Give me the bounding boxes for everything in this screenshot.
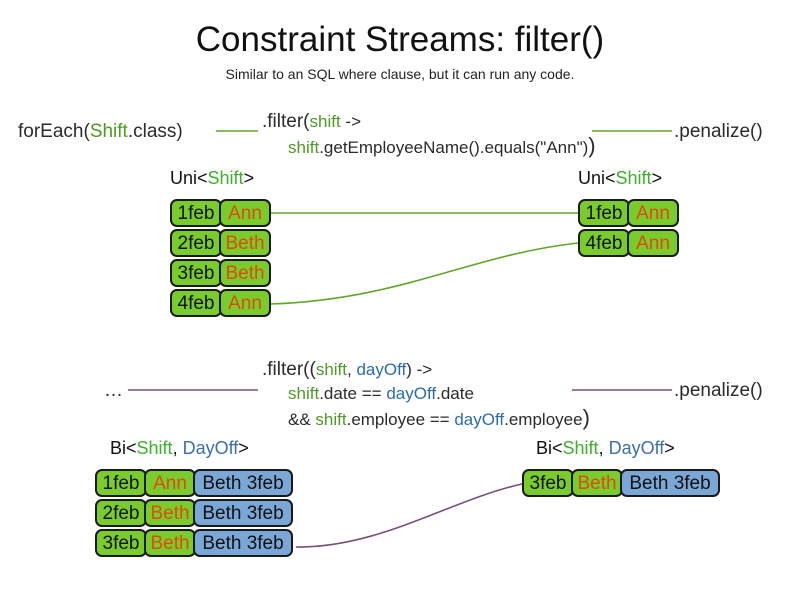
tuple-name-cell: Ann bbox=[627, 229, 679, 257]
tuple-date-cell: 1feb bbox=[95, 469, 147, 497]
bi-output-type-token-a: Shift bbox=[562, 438, 599, 458]
bi-input-type-token-a: Shift bbox=[136, 438, 173, 458]
bi-output-type-suffix: > bbox=[664, 438, 675, 458]
bi-output-type-label: Bi<Shift, DayOff> bbox=[536, 438, 675, 459]
uni-output-type-prefix: Uni< bbox=[578, 168, 616, 188]
uni-penalize-label: .penalize() bbox=[674, 121, 763, 142]
table-row[interactable]: 3feb Beth bbox=[170, 259, 271, 287]
tuple-date-cell: 3feb bbox=[170, 259, 222, 287]
uni-filter-close-paren: ) bbox=[588, 133, 596, 158]
tuple-date-cell: 3feb bbox=[95, 529, 147, 557]
bi-filter-l3-op: .employee == bbox=[346, 410, 455, 429]
tuple-date-cell: 1feb bbox=[170, 199, 222, 227]
bi-filter-code: .filter((shift, dayOff) -> shift.date ==… bbox=[262, 358, 590, 432]
bi-filter-line-1: .filter((shift, dayOff) -> bbox=[262, 358, 590, 382]
page-subtitle: Similar to an SQL where clause, but it c… bbox=[225, 66, 575, 82]
bi-filter-l3-dayoff: dayOff bbox=[454, 410, 505, 429]
tuple-date-cell: 4feb bbox=[578, 229, 630, 257]
table-row[interactable]: 1feb Ann bbox=[578, 199, 679, 227]
uni-filter-call: .filter( bbox=[262, 111, 310, 132]
bi-filter-line-3: && shift.employee == dayOff.employee) bbox=[262, 406, 590, 432]
bi-filter-param-sep: , bbox=[347, 360, 357, 379]
uni-input-type-label: Uni<Shift> bbox=[170, 168, 254, 189]
uni-filter-line-2: shift.getEmployeeName().equals("Ann")) bbox=[262, 134, 596, 160]
bi-filter-l2-shift: shift bbox=[288, 384, 320, 403]
bi-filter-call: .filter(( bbox=[262, 359, 316, 380]
uni-filter-code: .filter(shift -> shift.getEmployeeName()… bbox=[262, 110, 596, 160]
bi-filter-l2-field: .date bbox=[436, 384, 474, 403]
uni-output-type-token: Shift bbox=[615, 168, 652, 188]
bi-filter-param-shift: shift bbox=[315, 360, 348, 379]
table-row[interactable]: 3feb Beth Beth 3feb bbox=[522, 469, 720, 497]
tuple-date-cell: 3feb bbox=[522, 469, 574, 497]
tuple-date-cell: 4feb bbox=[170, 289, 222, 317]
uni-filter-body-param: shift bbox=[288, 138, 320, 157]
table-row[interactable]: 3feb Beth Beth 3feb bbox=[95, 529, 293, 557]
bi-input-type-prefix: Bi< bbox=[110, 438, 137, 458]
table-row[interactable]: 2feb Beth Beth 3feb bbox=[95, 499, 293, 527]
bi-filter-line-2: shift.date == dayOff.date bbox=[262, 382, 590, 406]
tuple-name-cell: Ann bbox=[219, 199, 271, 227]
uni-filter-body-expr: .getEmployeeName().equals("Ann") bbox=[319, 138, 589, 157]
link-uni-tuple-4 bbox=[269, 242, 579, 305]
foreach-type-token: Shift bbox=[89, 121, 128, 142]
bi-output-type-sep: , bbox=[598, 438, 609, 458]
foreach-suffix: .class) bbox=[127, 121, 183, 142]
bi-output-type-token-b: DayOff bbox=[608, 438, 665, 458]
bi-input-type-label: Bi<Shift, DayOff> bbox=[110, 438, 249, 459]
uni-output-type-suffix: > bbox=[651, 168, 663, 188]
bi-input-type-sep: , bbox=[172, 438, 183, 458]
uni-filter-line-1: .filter(shift -> bbox=[262, 110, 596, 134]
bi-filter-l3-shift: shift bbox=[315, 410, 347, 429]
bi-source-ellipsis: … bbox=[104, 380, 123, 401]
uni-input-type-suffix: > bbox=[243, 168, 255, 188]
tuple-date-cell: 2feb bbox=[95, 499, 147, 527]
bi-filter-l2-op: .date == bbox=[319, 384, 387, 403]
uni-filter-arrow: -> bbox=[340, 112, 361, 131]
tuple-name-cell: Beth bbox=[571, 469, 623, 497]
tuple-name-cell: Beth bbox=[219, 229, 271, 257]
tuple-name-cell: Ann bbox=[627, 199, 679, 227]
table-row[interactable]: 1feb Ann Beth 3feb bbox=[95, 469, 293, 497]
table-row[interactable]: 4feb Ann bbox=[578, 229, 679, 257]
tuple-date-cell: 1feb bbox=[578, 199, 630, 227]
foreach-prefix: forEach( bbox=[18, 121, 90, 142]
table-row[interactable]: 1feb Ann bbox=[170, 199, 271, 227]
bi-filter-l2-dayoff: dayOff bbox=[386, 384, 437, 403]
bi-penalize-label: .penalize() bbox=[674, 380, 763, 401]
tuple-date-cell: 2feb bbox=[170, 229, 222, 257]
tuple-dayoff-cell: Beth 3feb bbox=[193, 529, 293, 557]
tuple-dayoff-cell: Beth 3feb bbox=[193, 499, 293, 527]
bi-filter-l3-field: .employee bbox=[504, 410, 583, 429]
bi-filter-arrow: ) -> bbox=[406, 360, 433, 379]
bi-filter-param-dayoff: dayOff bbox=[356, 360, 407, 379]
tuple-name-cell: Ann bbox=[219, 289, 271, 317]
bi-output-type-prefix: Bi< bbox=[536, 438, 563, 458]
tuple-name-cell: Beth bbox=[219, 259, 271, 287]
table-row[interactable]: 4feb Ann bbox=[170, 289, 271, 317]
tuple-dayoff-cell: Beth 3feb bbox=[620, 469, 720, 497]
tuple-dayoff-cell: Beth 3feb bbox=[193, 469, 293, 497]
foreach-label: forEach(Shift.class) bbox=[18, 121, 183, 143]
uni-input-type-token: Shift bbox=[207, 168, 244, 188]
bi-filter-close-paren: ) bbox=[582, 405, 590, 430]
uni-output-type-label: Uni<Shift> bbox=[578, 168, 662, 189]
page-title: Constraint Streams: filter() bbox=[195, 20, 605, 59]
bi-filter-l3-and: && bbox=[288, 410, 316, 429]
bi-input-type-token-b: DayOff bbox=[182, 438, 239, 458]
tuple-name-cell: Beth bbox=[144, 499, 196, 527]
tuple-name-cell: Ann bbox=[144, 469, 196, 497]
uni-filter-param: shift bbox=[309, 112, 341, 131]
tuple-name-cell: Beth bbox=[144, 529, 196, 557]
bi-input-type-suffix: > bbox=[238, 438, 249, 458]
link-bi-tuple-3 bbox=[295, 483, 523, 548]
uni-input-type-prefix: Uni< bbox=[170, 168, 208, 188]
table-row[interactable]: 2feb Beth bbox=[170, 229, 271, 257]
